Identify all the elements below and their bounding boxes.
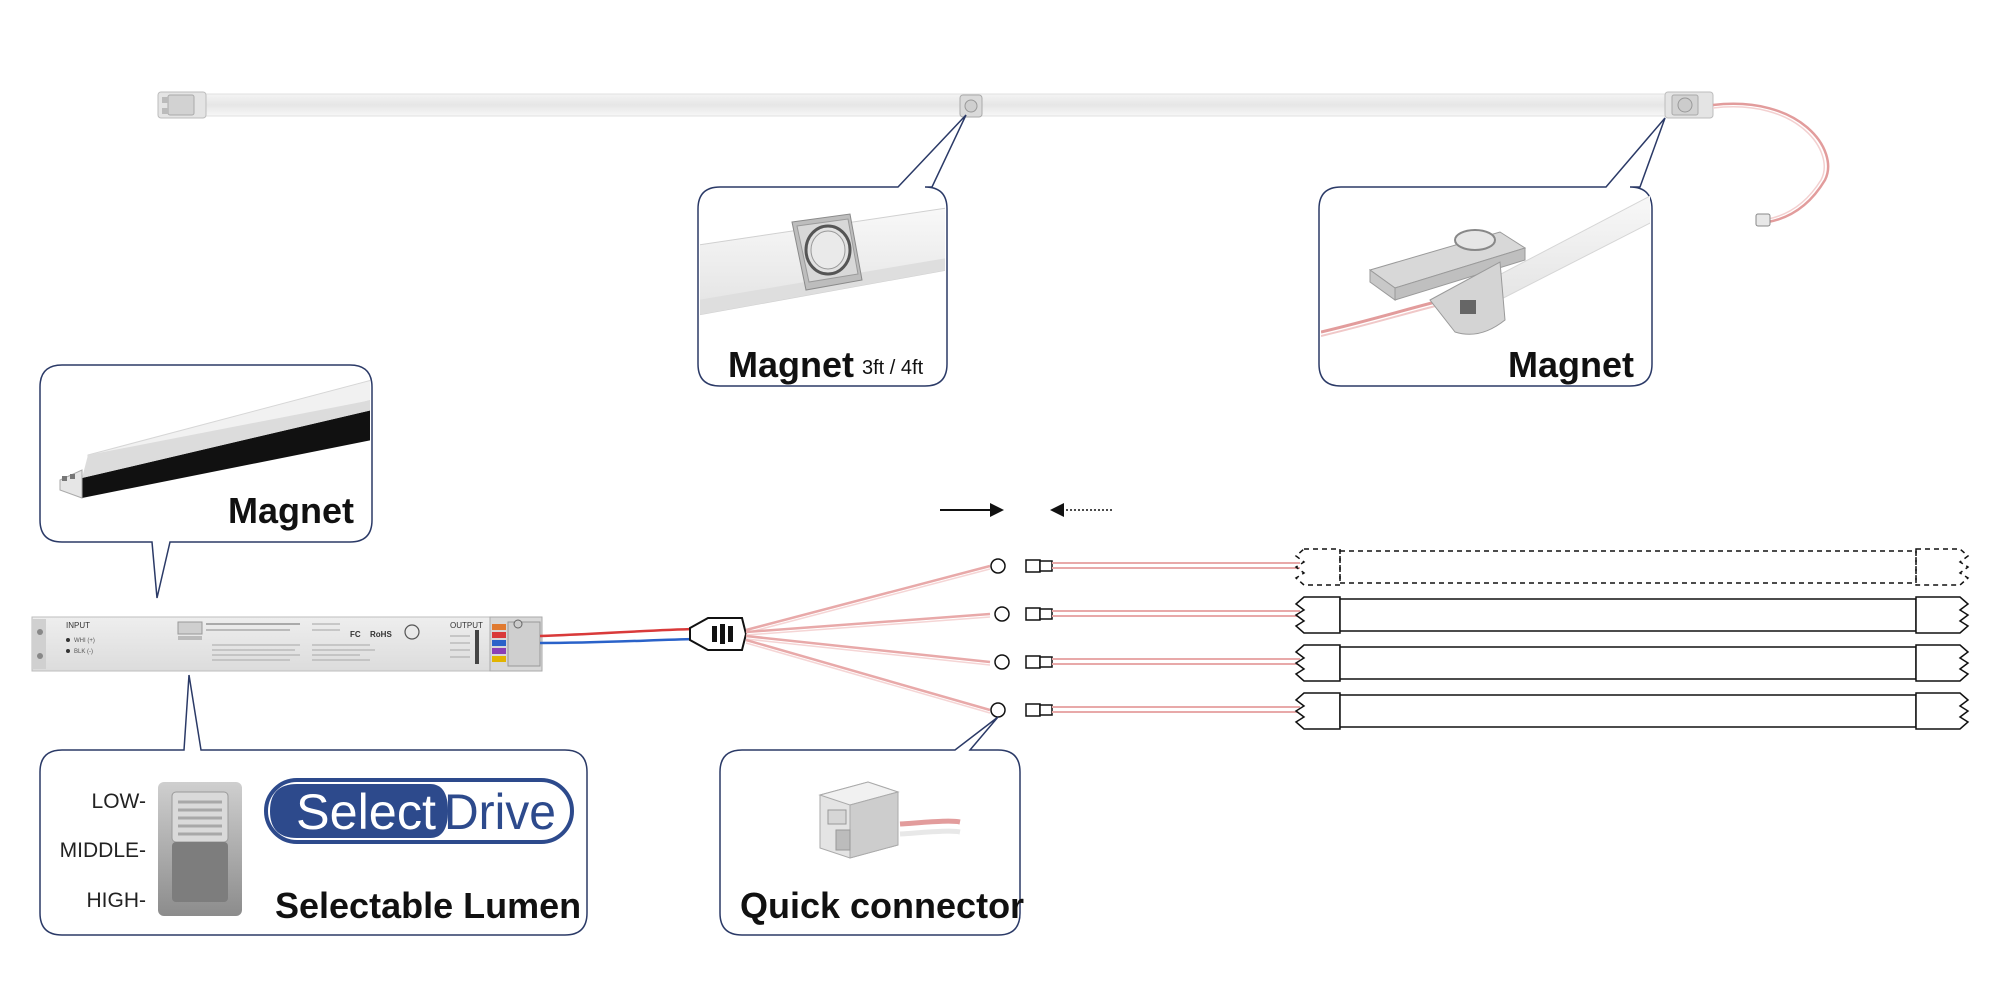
- magnet-mid-sublabel: 3ft / 4ft: [862, 357, 924, 379]
- driver-output-title: OUTPUT: [450, 621, 483, 630]
- logo-select-text: Select: [296, 784, 436, 840]
- callout-magnet-mid: Magnet 3ft / 4ft: [697, 114, 967, 387]
- driver-input-title: INPUT: [66, 621, 90, 630]
- quick-connector-image: [818, 781, 961, 859]
- driver-cert-fc: FC: [350, 630, 361, 639]
- driver-output-wires: [539, 627, 696, 645]
- magnet-strip-image: [59, 380, 370, 499]
- connector-pair-2: [994, 606, 1053, 622]
- connector-pair-4: [990, 702, 1053, 718]
- arrow-right-icon: [940, 503, 1004, 517]
- magnet-mid-label: Magnet: [728, 344, 854, 385]
- middle-magnet-clip: [959, 94, 983, 118]
- left-end-cap: [157, 91, 207, 119]
- level-low-label: LOW-: [92, 790, 146, 813]
- level-high-label: HIGH-: [87, 889, 147, 912]
- right-end-cap: [1664, 91, 1714, 119]
- magnet-mid-image: [700, 207, 945, 316]
- select-drive-logo: Select Drive: [264, 778, 574, 844]
- tube-3: [1294, 644, 1970, 682]
- magnet-end-image: [1321, 195, 1650, 337]
- splitter-branch-wires: [745, 564, 991, 714]
- selectable-lumen-label: Selectable Lumen: [275, 885, 581, 926]
- callout-magnet-driver: Magnet: [39, 364, 373, 599]
- splitter-hub: [689, 617, 748, 651]
- callout-selectable-lumen: LOW- MIDDLE- HIGH- Select Drive Selectab…: [39, 674, 588, 936]
- led-driver: INPUT WHI (+) BLK (-) FC RoHS OUTPUT: [31, 616, 543, 672]
- connector-pair-1: [990, 558, 1053, 574]
- magnet-end-label: Magnet: [1508, 344, 1634, 385]
- tube-1-dashed: [1294, 548, 1970, 586]
- top-light-bar: [157, 91, 1830, 227]
- callout-quick-connector: Quick connector: [719, 716, 1024, 936]
- connector-pair-3: [994, 654, 1053, 670]
- tube-4: [1294, 692, 1970, 730]
- quick-connector-label: Quick connector: [740, 885, 1024, 926]
- driver-input-line1: WHI (+): [74, 638, 95, 644]
- lead-plug: [1755, 213, 1771, 227]
- logo-drive-text: Drive: [444, 784, 556, 840]
- level-middle-label: MIDDLE-: [60, 839, 146, 862]
- driver-input-line2: BLK (-): [74, 649, 93, 655]
- tube-lead-wires: [1052, 562, 1300, 713]
- ul-mark-icon: [404, 624, 420, 640]
- callout-magnet-end: Magnet: [1318, 117, 1666, 387]
- arrow-left-dotted-icon: [1050, 503, 1114, 517]
- power-lead-wire: [1712, 102, 1830, 227]
- magnet-driver-label: Magnet: [228, 490, 354, 531]
- driver-cert-rohs: RoHS: [370, 630, 392, 639]
- tube-2: [1294, 596, 1970, 634]
- lumen-selector-switch[interactable]: [158, 782, 242, 916]
